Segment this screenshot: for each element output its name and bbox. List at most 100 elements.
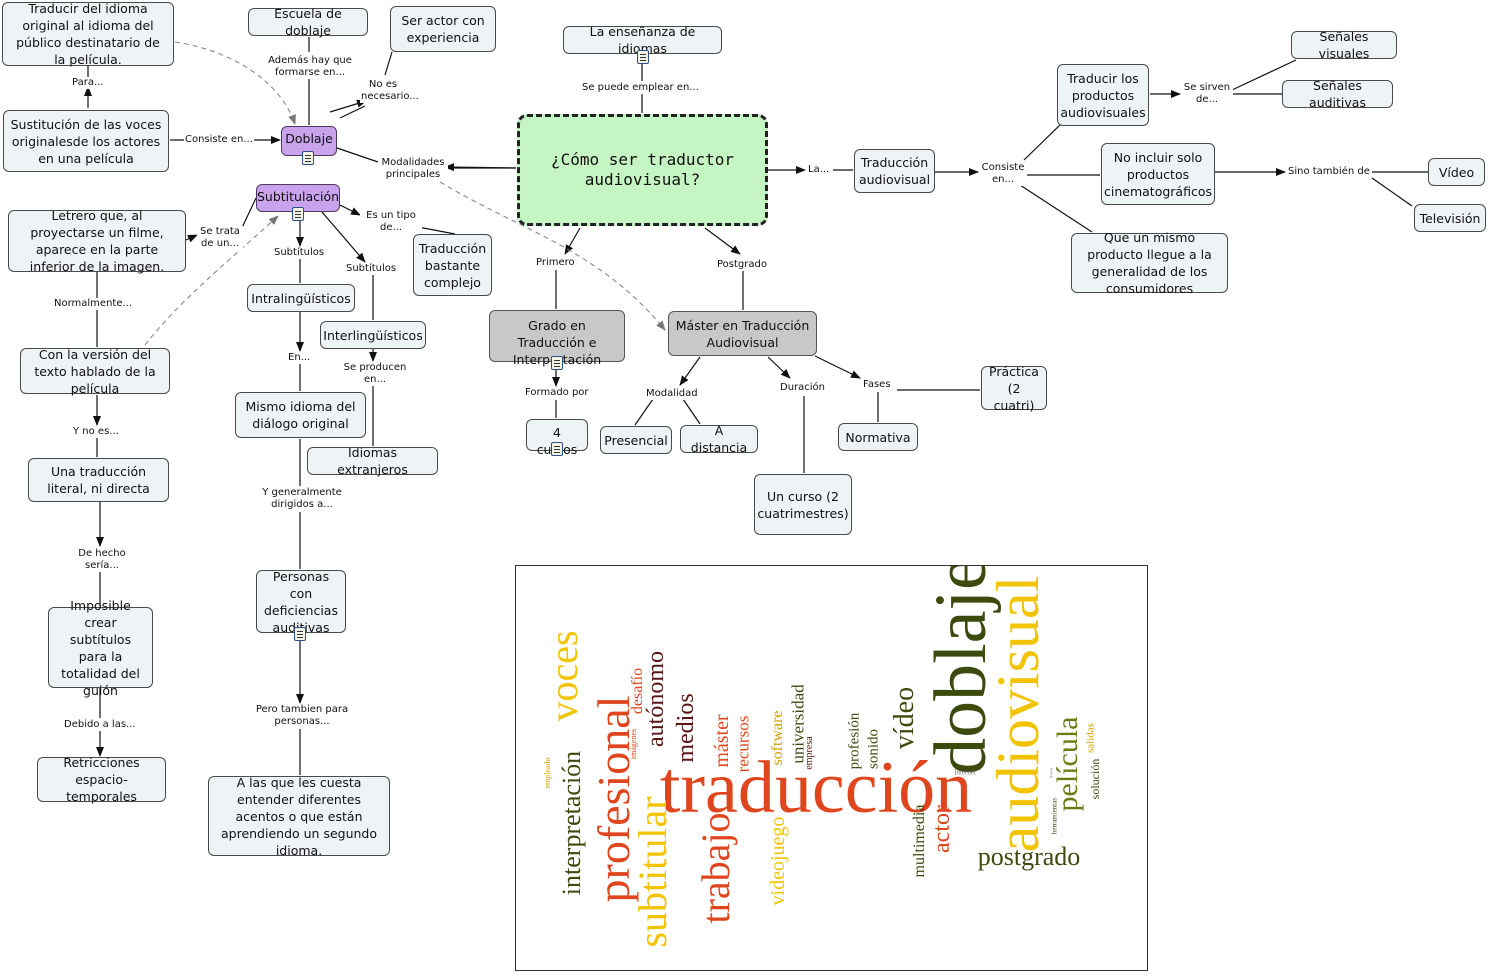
word-interpretacion: interpretación [557,750,586,896]
word-cloud: traducción doblaje audiovisual profesion… [515,565,1148,971]
label-modalidad: Modalidad [645,388,699,400]
word-video: vídeo [889,686,920,750]
node-intralinguisticos[interactable]: Intralingüísticos [247,284,355,312]
word-software: software [769,710,786,766]
word-empresa: empresa [804,736,815,770]
node-imposible[interactable]: Imposible crear subtítulos para la total… [48,598,153,698]
node-video[interactable]: Vídeo [1428,158,1485,186]
node-ensenanza[interactable]: La enseñanza de idiomas [563,24,722,56]
node-doblaje-label: Doblaje [285,131,333,146]
node-a-distancia[interactable]: A distancia [680,423,758,455]
word-trabajo: trabajo [693,812,738,924]
connector [444,163,517,172]
node-mismo-idioma[interactable]: Mismo idioma del diálogo original [235,392,366,438]
dashed-connector [174,41,296,125]
node-ser-actor[interactable]: Ser actor con experiencia [390,6,496,52]
word-mesa: mesa [1049,767,1055,779]
node-un-curso[interactable]: Un curso (2 cuatrimestres) [754,474,852,535]
node-normativa[interactable]: Normativa [838,423,918,451]
node-traducir-idioma[interactable]: Traducir del idioma original al idioma d… [2,1,174,67]
node-escuela-doblaje[interactable]: Escuela de doblaje [248,6,368,38]
connector [704,227,741,255]
word-medios: medios [673,693,699,763]
dashed-connector [144,215,279,346]
connector [1371,177,1413,207]
note-icon[interactable] [294,627,306,641]
connector [384,51,393,76]
label-modalidades: Modalidades principales [378,157,448,181]
word-master: máster [711,714,733,768]
word-videojuego: videojuego [767,816,789,906]
label-y-no-es: Y no es... [72,426,120,438]
node-subtitulacion[interactable]: Subtitulación [256,184,340,212]
node-no-incluir[interactable]: No incluir solo productos cinematográfic… [1101,143,1215,205]
connector [321,211,366,263]
node-presencial[interactable]: Presencial [600,426,672,454]
label-sino-tambien: Sino también de [1287,166,1371,178]
node-version-texto[interactable]: Con la versión del texto hablado de la p… [20,347,170,396]
label-postgrado: Postgrado [716,259,768,271]
connector [1019,184,1093,233]
connector [336,147,379,163]
word-postgrado: postgrado [977,842,1081,871]
connector [339,204,361,216]
word-profesion: profesión [846,712,863,770]
node-traducir-productos[interactable]: Traducir los productos audiovisuales [1057,64,1149,126]
word-voces: voces [541,630,586,722]
node-interlinguisticos[interactable]: Interlingüísticos [320,321,426,349]
node-television[interactable]: Televisión [1414,204,1486,232]
word-empleado: empleado [543,757,552,789]
node-traduccion-complejo[interactable]: Traducción bastante complejo [413,234,492,296]
node-traduccion-audiovisual[interactable]: Traducción audiovisual [854,149,935,193]
word-imagenes: imágenes [629,728,638,760]
node-mismo-producto[interactable]: Que un mismo producto llegue a la genera… [1071,230,1228,296]
node-traduccion-literal[interactable]: Una traducción literal, ni directa [28,458,169,502]
label-se-trata: Se trata de un... [197,226,243,250]
word-herramientas: herramientas [1050,797,1059,835]
connector [767,356,791,379]
node-practica[interactable]: Práctica (2 cuatri) [981,364,1047,413]
node-senales-auditivas[interactable]: Señales auditivas [1282,78,1393,110]
word-autonomo: autónomo [643,651,669,747]
word-actor: actor [929,805,955,853]
word-solucion: solución [1088,758,1102,800]
connector [1231,59,1297,91]
connector [682,398,701,425]
label-es-un-tipo: Es un tipo de... [360,210,422,234]
note-icon[interactable] [302,151,314,165]
note-icon[interactable] [292,207,304,221]
label-fases: Fases [862,379,892,391]
note-icon[interactable] [551,356,563,370]
label-y-generalmente: Y generalmente dirigidos a... [256,487,348,511]
node-letrero[interactable]: Letrero que, al proyectarse un filme, ap… [8,208,186,274]
word-internet: Internet [954,768,976,777]
node-master[interactable]: Máster en Traducción Audiovisual [668,311,817,356]
node-senales-visuales[interactable]: Señales visuales [1291,29,1397,61]
label-se-sirven: Se sirven de... [1181,82,1233,106]
node-personas-deficiencias-label: Personas con deficiencias auditivas [264,568,338,635]
note-icon[interactable] [637,50,649,64]
label-consiste-en: Consiste en... [184,134,254,146]
word-salidas: salidas [1084,723,1097,753]
label-la: La... [807,164,831,176]
word-audiovisual: audiovisual [985,575,1051,853]
node-personas-deficiencias[interactable]: Personas con deficiencias auditivas [256,568,346,635]
label-duracion: Duración [779,382,827,394]
node-retricciones[interactable]: Retricciones espacio-temporales [37,755,166,804]
word-recursos: recursos [733,715,753,773]
node-idiomas-extranjeros[interactable]: Idiomas extranjeros [307,445,438,477]
node-grado[interactable]: Grado en Traducción e Interpretación [489,310,625,367]
node-subtitulacion-label: Subtitulación [256,189,340,204]
node-center-question[interactable]: ¿Cómo ser traductor audiovisual? [517,114,768,226]
label-formado-por: Formado por [524,387,590,399]
word-multimedia: multimedia [911,804,928,878]
label-pero-tambien: Pero tambien para personas... [250,704,354,728]
note-icon[interactable] [551,442,563,456]
connector [417,226,456,235]
label-primero: Primero [535,257,576,269]
node-a-las-que[interactable]: A las que les cuesta entender diferentes… [208,775,390,858]
label-subtitulos-1: Subtítulos [273,247,326,259]
label-de-hecho: De hecho sería... [74,548,130,572]
node-sustitucion[interactable]: Sustitución de las voces originalesde lo… [3,110,169,172]
label-subtitulos-2: Subtítulos [345,263,398,275]
